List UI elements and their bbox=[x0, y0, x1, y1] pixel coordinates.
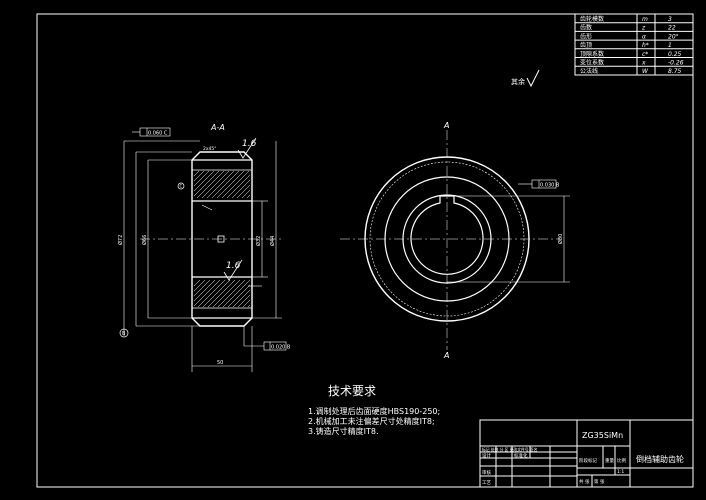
tolerance-text: 0.030 B bbox=[540, 183, 560, 189]
weight-header: 重量 bbox=[605, 457, 614, 464]
param-label: 顶隙系数 bbox=[580, 50, 604, 58]
param-value: 0.25 bbox=[668, 51, 682, 58]
tech-req-line: 3.铸造尺寸精度IT8. bbox=[308, 426, 379, 436]
dim-text: Ø66 bbox=[141, 235, 148, 245]
tolerance-text: 0.060 C bbox=[148, 131, 168, 137]
hatch-region-bottom bbox=[194, 280, 250, 307]
other-surfaces-roughness: 其余 bbox=[511, 69, 540, 88]
technical-requirements: 技术要求 1.调制处理后齿面硬度HBS190-250; 2.机械加工未注偏差尺寸… bbox=[308, 384, 440, 436]
param-label: 变位系数 bbox=[580, 59, 604, 67]
tech-req-title: 技术要求 bbox=[328, 384, 376, 398]
dim-text: Ø32 bbox=[255, 236, 262, 246]
chamfer-note: 2x45° bbox=[203, 146, 217, 152]
hub-circle bbox=[384, 176, 510, 302]
ratio-header: 比例 bbox=[617, 457, 626, 464]
root-circle bbox=[369, 161, 525, 317]
param-symbol: c* bbox=[642, 51, 648, 58]
param-label: 齿数 bbox=[580, 24, 592, 32]
param-value: 22 bbox=[668, 25, 676, 32]
cut-label: A bbox=[443, 121, 449, 130]
datum-text: B bbox=[122, 331, 126, 337]
param-symbol: m bbox=[642, 16, 648, 23]
sheets-label: 共 张 bbox=[579, 478, 590, 485]
roughness-value: 1.6 bbox=[242, 139, 257, 149]
datum-marker bbox=[119, 328, 129, 338]
craft-label: 工艺 bbox=[482, 480, 491, 486]
revision-columns: 标记 处数 分 区 更改文件号 签名 bbox=[482, 447, 538, 452]
roughness-value: 1.6 bbox=[226, 261, 241, 271]
param-value: 1 bbox=[668, 42, 672, 49]
param-value: 3 bbox=[668, 16, 672, 23]
param-label: 公法线 bbox=[580, 67, 598, 75]
roughness-symbol-icon bbox=[526, 69, 540, 88]
param-value: 20° bbox=[668, 33, 679, 40]
dim-text: 50 bbox=[217, 360, 223, 366]
section-label: A-A bbox=[210, 123, 225, 132]
dim-text: Ø72 bbox=[117, 235, 124, 245]
param-label: 齿顶 bbox=[580, 41, 592, 49]
roughness-symbol-icon bbox=[237, 137, 257, 159]
inner-circle bbox=[402, 194, 492, 284]
param-symbol: z bbox=[641, 25, 646, 32]
param-symbol: x bbox=[641, 60, 646, 67]
bore-with-keyway bbox=[410, 195, 484, 275]
datum-marker bbox=[177, 182, 185, 190]
surface-note-label: 其余 bbox=[511, 77, 525, 86]
param-label: 齿形 bbox=[580, 32, 592, 40]
tolerance-frame-top: 0.060 C bbox=[132, 127, 171, 137]
standard-label: 标准化 bbox=[514, 452, 528, 459]
part-name: 倒档辅助齿轮 bbox=[636, 454, 684, 464]
datum-text: C bbox=[180, 184, 183, 189]
param-value: 8.75 bbox=[668, 68, 682, 75]
outer-circle bbox=[364, 156, 530, 322]
ratio-value: 1:1 bbox=[617, 469, 624, 475]
title-block: ZG35SiMn 倒档辅助齿轮 阶段标记 重量 比例 1:1 标记 处数 分 区… bbox=[479, 419, 694, 488]
tolerance-frame-end-view: 0.030 B bbox=[518, 179, 560, 189]
dim-text: Ø44 bbox=[269, 236, 276, 246]
param-label: 齿轮模数 bbox=[580, 15, 604, 23]
outer-border bbox=[36, 13, 694, 488]
dim-text: Ø80 bbox=[557, 234, 564, 244]
gear-parameter-table: 齿轮模数 m 3 齿数 z 22 齿形 α 20° 齿顶 h* 1 顶隙系数 c… bbox=[574, 13, 694, 76]
roughness-symbol-icon bbox=[223, 259, 243, 281]
section-view: A-A bbox=[117, 123, 291, 372]
tech-req-line: 2.机械加工未注偏差尺寸处精度IT8; bbox=[308, 416, 435, 426]
tolerance-frame-bottom: 0.020 B bbox=[263, 341, 291, 351]
tech-req-line: 1.调制处理后齿面硬度HBS190-250; bbox=[308, 406, 440, 416]
param-value: -0.26 bbox=[668, 60, 684, 67]
end-view: A A Ø80 0.030 B bbox=[340, 121, 570, 360]
review-label: 审核 bbox=[482, 469, 491, 476]
stage-mark-header: 阶段标记 bbox=[579, 457, 597, 464]
cut-label: A bbox=[443, 351, 449, 360]
hatch-region-top bbox=[194, 171, 250, 198]
design-label: 设计 bbox=[482, 452, 491, 459]
tolerance-text: 0.020 B bbox=[271, 345, 291, 351]
param-symbol: h* bbox=[642, 42, 649, 49]
material-text: ZG35SiMn bbox=[582, 431, 623, 440]
param-symbol: W bbox=[642, 68, 649, 75]
param-symbol: α bbox=[642, 33, 646, 40]
sheet-no-label: 第 张 bbox=[594, 478, 605, 485]
